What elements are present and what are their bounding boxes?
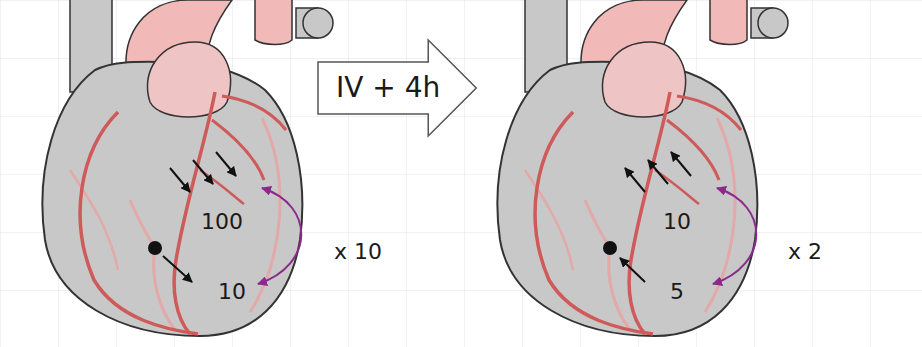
flow-value: 100 xyxy=(201,211,243,233)
flow-arrow xyxy=(648,160,668,184)
heart-after xyxy=(497,0,788,336)
ratio-label: x 2 xyxy=(788,241,822,263)
arrow-shape xyxy=(318,40,476,136)
flow-arrow xyxy=(163,256,192,282)
heart-before xyxy=(42,0,333,336)
ratio-bracket xyxy=(258,188,301,284)
flow-value: 10 xyxy=(663,211,691,233)
flow-value: 10 xyxy=(218,281,246,303)
flow-arrow xyxy=(620,258,645,282)
step-arrow: IV + 4h xyxy=(318,40,476,136)
flow-arrow xyxy=(625,168,645,192)
ratio-bracket xyxy=(713,188,756,284)
ratio-label: x 10 xyxy=(334,241,382,263)
occlusion-dot xyxy=(603,241,617,255)
flow-arrow xyxy=(193,160,213,184)
step-label: IV + 4h xyxy=(336,74,440,102)
flow-arrow xyxy=(671,152,691,176)
flow-arrow xyxy=(170,168,190,192)
occlusion-dot xyxy=(148,241,162,255)
flow-value: 5 xyxy=(670,281,684,303)
flow-arrow xyxy=(216,152,236,176)
